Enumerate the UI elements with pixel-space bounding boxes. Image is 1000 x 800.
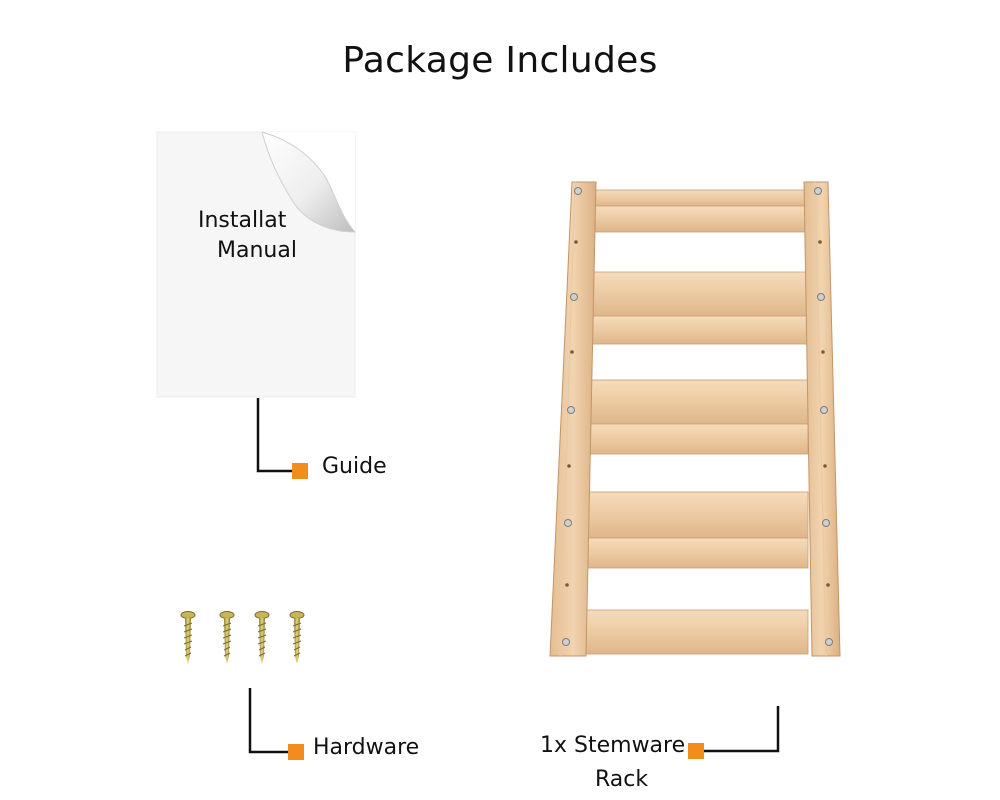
- hardware-callout-line: [248, 688, 304, 760]
- hardware-label: Hardware: [313, 735, 420, 760]
- screw-2: [219, 611, 235, 664]
- hardware-marker: [288, 744, 304, 760]
- manual-title-line-1: Installat: [198, 208, 287, 233]
- screw-4: [289, 611, 305, 664]
- rack-callout-line: [688, 706, 780, 759]
- guide-callout-line: [256, 398, 308, 479]
- guide-label: Guide: [322, 454, 387, 479]
- rack-label-line-1: 1x Stemware: [540, 733, 686, 758]
- screw-1: [180, 611, 196, 664]
- manual-title-line-2: Manual: [217, 238, 297, 263]
- manual-cover-text: Installat Manual: [190, 206, 340, 266]
- rack-label-line-2: Rack: [595, 767, 649, 792]
- screw-3: [254, 611, 270, 664]
- installation-manual-image: [156, 131, 357, 398]
- rack-marker: [688, 743, 704, 759]
- hardware-screws: [180, 611, 305, 664]
- page-title: Package Includes: [342, 40, 658, 81]
- guide-marker: [292, 463, 308, 479]
- stemware-rack-image: [549, 181, 841, 657]
